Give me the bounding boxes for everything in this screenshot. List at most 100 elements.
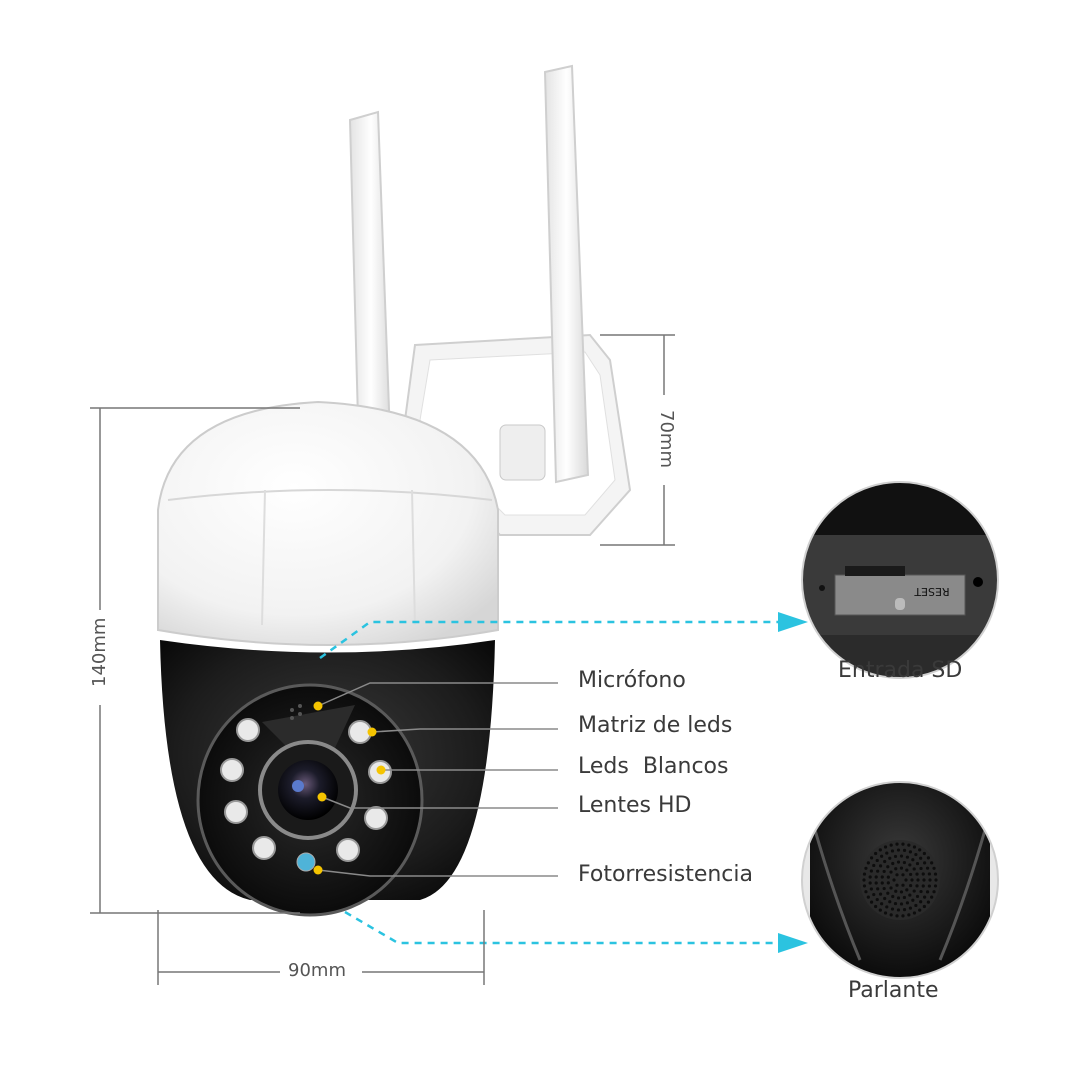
grille-hole [905,868,909,872]
grille-hole [930,895,934,899]
camera-face [220,704,392,872]
grille-hole [895,873,899,877]
grille-hole [926,900,931,904]
grille-hole [895,883,899,887]
label-sd-slot: Entrada SD [838,658,963,683]
grille-hole [880,881,884,885]
grille-hole [908,850,913,854]
grille-hole [896,860,901,864]
grille-hole [888,900,892,904]
grille-hole [902,895,907,900]
grille-hole [868,875,872,879]
grille-hole [933,872,938,876]
grille-hole [915,861,920,866]
grille-hole [882,886,886,891]
grille-hole [904,878,908,882]
label-microphone: Micrófono [578,668,686,693]
grille-hole [921,872,925,876]
grille-hole [934,878,938,882]
grille-hole [907,913,911,917]
grille-hole [894,867,898,871]
grille-hole [895,842,899,846]
grille-hole [892,878,896,882]
dimension-bracket: 70mm [656,410,677,468]
label-photoresistor: Fotorresistencia [578,862,754,887]
grille-hole [915,894,920,899]
grille-hole [912,867,916,871]
grille-hole [876,869,880,873]
grille-hole [891,894,895,899]
grille-hole [864,866,868,870]
grille-hole [894,889,898,893]
grille-hole [911,898,915,902]
grille-hole [912,911,917,915]
grille-hole [911,858,915,862]
grille-hole [908,906,913,910]
grille-hole [907,843,911,847]
grille-hole [890,849,895,853]
grille-hole [862,878,866,882]
label-speaker: Parlante [848,978,939,1003]
grille-hole [899,866,904,870]
grille-hole [876,887,880,891]
grille-hole [923,895,927,899]
grille-hole [878,892,883,896]
grille-hole [914,903,918,908]
grille-hole [895,914,899,918]
grille-hole [905,888,909,892]
sd-arrow [319,612,808,660]
grille-hole [923,861,927,865]
grille-hole [922,904,926,909]
grille-hole [914,852,918,857]
sd-slot-inset: RESET [801,481,999,679]
grille-hole [889,870,893,874]
grille-hole [919,866,923,871]
callout-lines [317,682,558,877]
grille-hole [868,881,872,885]
grille-hole [862,884,867,888]
grille-hole [915,872,919,876]
grille-hole [901,883,905,887]
grille-hole [925,866,930,870]
grille-hole [878,908,882,912]
grille-hole [915,884,919,888]
grille-hole [893,854,898,859]
label-white-leds: Leds Blancos [578,754,729,779]
grille-hole [908,863,912,867]
grille-hole [883,911,888,915]
grille-hole [882,869,886,874]
grille-hole [918,848,922,852]
grille-hole [922,878,926,882]
grille-hole [866,895,870,899]
grille-hole [862,872,867,876]
grille-hole [890,907,895,911]
grille-hole [886,891,890,895]
grille-hole [883,859,887,864]
grille-hole [921,884,925,888]
grille-hole [888,856,892,860]
reset-text: RESET [914,585,950,598]
grille-hole [901,873,905,877]
grille-hole [869,900,874,904]
grille-hole [899,890,904,894]
grille-hole [922,851,926,856]
grille-hole [919,889,923,894]
label-led-matrix: Matriz de leds [578,713,733,738]
dimension-lines [90,334,675,985]
grille-hole [902,908,907,912]
grille-hole [889,886,893,890]
grille-hole [909,872,913,877]
grille-hole [899,854,904,858]
speaker-arrow [344,910,808,953]
grille-hole [902,848,907,852]
camera-dome [157,400,499,646]
grille-hole [927,884,931,888]
grille-hole [908,893,912,897]
grille-hole [885,851,889,855]
grille-hole [874,904,878,909]
grille-hole [885,905,889,909]
label-hd-lens: Lentes HD [578,793,692,818]
grille-hole [930,861,934,865]
grille-hole [932,866,936,870]
grille-hole [901,842,905,846]
